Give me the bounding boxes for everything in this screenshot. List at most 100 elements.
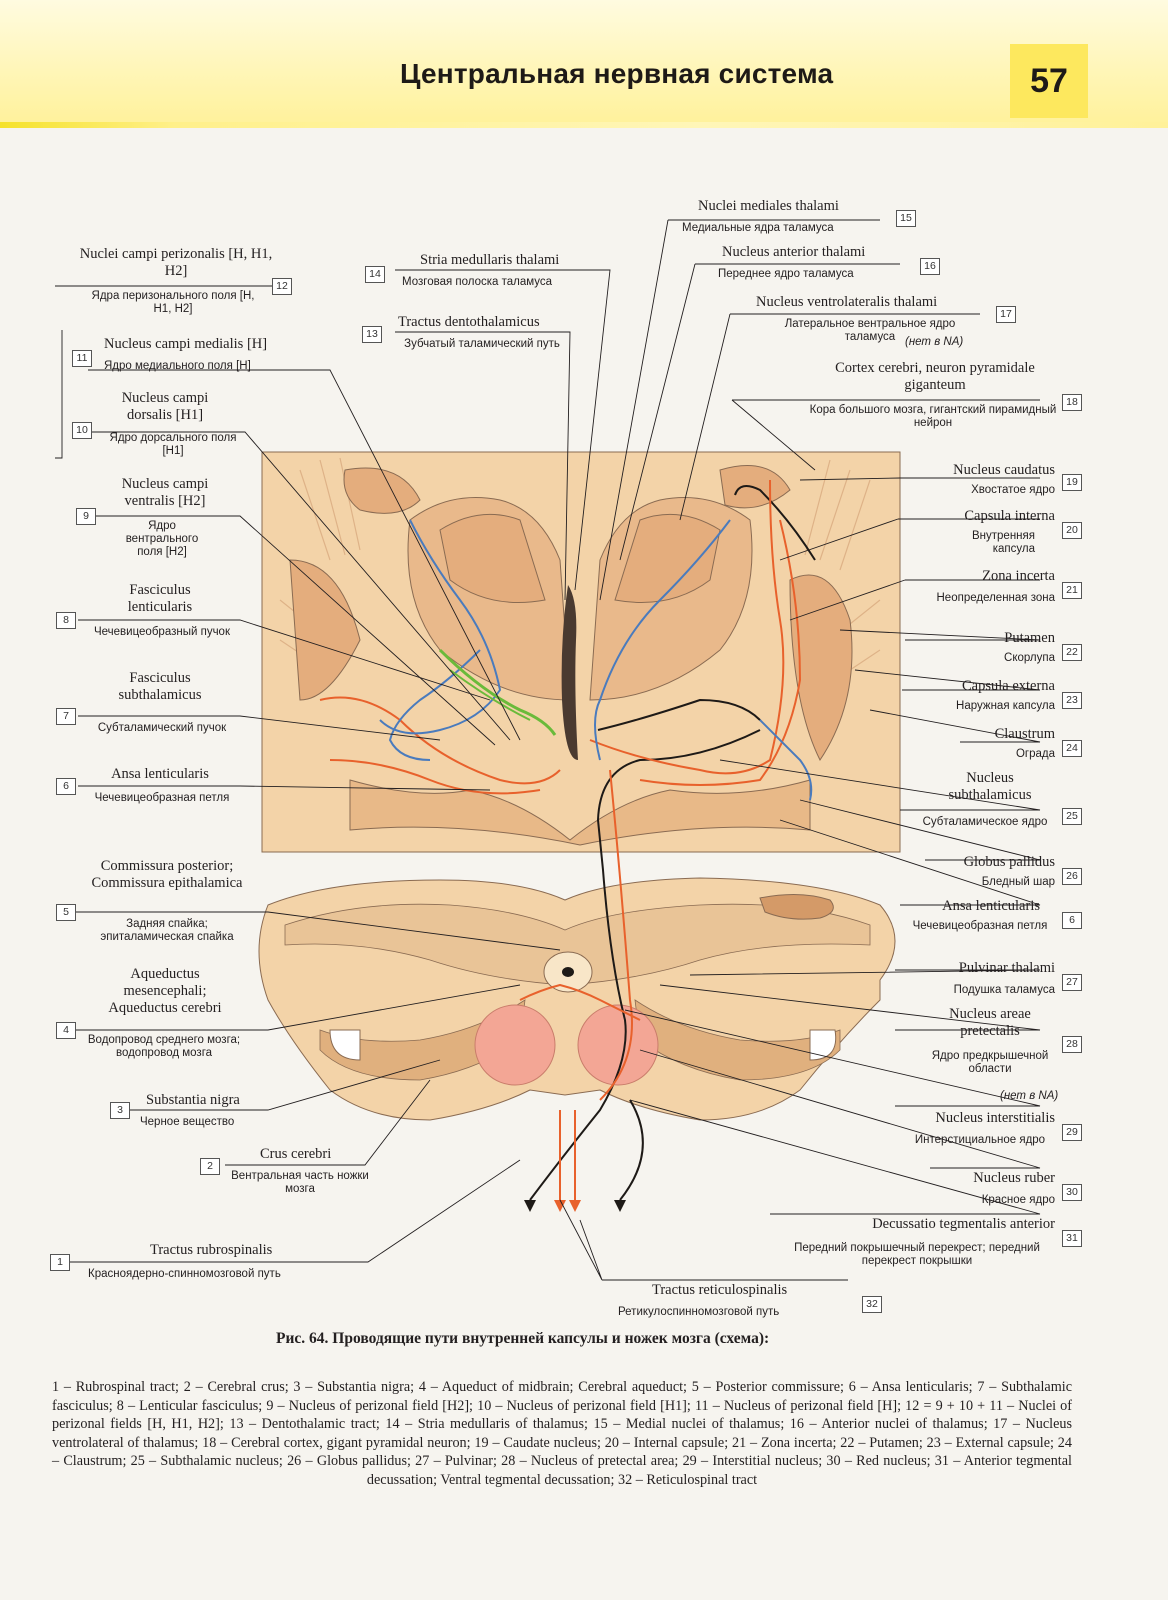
label-7-latin: Fasciculus subthalamicus — [118, 670, 202, 703]
label-5-russian: Задняя спайка; эпиталамическая спайка — [100, 918, 234, 943]
label-21-latin: Zona incerta — [982, 568, 1055, 584]
label-14-latin: Stria medullaris thalami — [420, 252, 560, 268]
label-20-number: 20 — [1062, 522, 1082, 539]
label-15-latin: Nuclei mediales thalami — [698, 198, 839, 214]
label-24-latin: Claustrum — [994, 726, 1055, 742]
label-30-number: 30 — [1062, 1184, 1082, 1201]
label-25-latin: Nucleus subthalamicus — [948, 770, 1032, 803]
label-27-latin: Pulvinar thalami — [958, 960, 1055, 976]
label-15-russian: Медиальные ядра таламуса — [682, 222, 834, 234]
label-2-russian: Вентральная часть ножки мозга — [231, 1170, 369, 1195]
label-25-russian: Субталамическое ядро — [922, 816, 1048, 828]
label-31-russian: Передний покрышечный перекрест; передний… — [794, 1242, 1040, 1267]
label-19-number: 19 — [1062, 474, 1082, 491]
label-16-latin: Nucleus anterior thalami — [722, 244, 866, 260]
label-24-number: 24 — [1062, 740, 1082, 757]
label-27-russian: Подушка таламуса — [953, 984, 1055, 996]
label-28-russian: Ядро предкрышечной области — [931, 1050, 1049, 1075]
label-3-number: 3 — [110, 1102, 130, 1119]
label-26-latin: Globus pallidus — [963, 854, 1055, 870]
label-19-latin: Nucleus caudatus — [953, 462, 1055, 478]
label-6-russian: Чечевицеобразная петля — [94, 792, 230, 804]
label-6-latin: Ansa lenticularis — [111, 766, 209, 782]
label-9-russian: Ядро вентрального поля [H2] — [125, 520, 199, 558]
arrowheads — [524, 1200, 626, 1212]
label-11-latin: Nucleus campi medialis [H] — [104, 336, 268, 352]
label-7-number: 7 — [56, 708, 76, 725]
label-12-latin: Nuclei campi perizonalis [H, H1, H2] — [79, 246, 273, 279]
label-13-russian: Зубчатый таламический путь — [404, 338, 560, 350]
pathway-fibers — [319, 479, 816, 1201]
label-28-latin: Nucleus areae pretectalis — [949, 1006, 1031, 1039]
label-16-russian: Переднее ядро таламуса — [718, 268, 854, 280]
label-4-latin: Aqueductus mesencephali; Aqueductus cere… — [108, 966, 222, 1016]
running-title: Центральная нервная система — [400, 58, 834, 89]
label-13-latin: Tractus dentothalamicus — [398, 314, 540, 330]
label-5-latin: Commissura posterior; Commissura epithal… — [91, 858, 243, 891]
label-4-number: 4 — [56, 1022, 76, 1039]
label-4-russian: Водопровод среднего мозга; водопровод мо… — [87, 1034, 241, 1059]
label-29-russian: Интерстициальное ядро — [914, 1134, 1046, 1146]
label-18-number: 18 — [1062, 394, 1082, 411]
label-6b-russian: Чечевицеобразная петля — [912, 920, 1048, 932]
label-32-latin: Tractus reticulospinalis — [652, 1282, 788, 1298]
label-28-note: (нет в NA) — [1000, 1090, 1059, 1102]
header-band — [0, 0, 1168, 128]
label-18-russian: Кора большого мозга, гигантский пирамидн… — [809, 404, 1057, 429]
label-6b-number: 6 — [1062, 912, 1082, 929]
label-20-latin: Capsula interna — [964, 508, 1055, 524]
label-22-russian: Скорлупа — [1004, 652, 1055, 664]
label-1-russian: Красноядерно-спинномозговой путь — [88, 1268, 281, 1280]
label-11-number: 11 — [72, 350, 92, 367]
label-9-latin: Nucleus campi ventralis [H2] — [121, 476, 209, 509]
label-21-number: 21 — [1062, 582, 1082, 599]
label-27-number: 27 — [1062, 974, 1082, 991]
label-29-number: 29 — [1062, 1124, 1082, 1141]
label-18-latin: Cortex cerebri, neuron pyramidale gigant… — [835, 360, 1035, 393]
label-21-russian: Неопределенная зона — [936, 592, 1056, 604]
midbrain-section — [258, 877, 896, 1121]
label-26-russian: Бледный шар — [981, 876, 1055, 888]
label-23-number: 23 — [1062, 692, 1082, 709]
label-17-note: (нет в NA) — [905, 336, 964, 348]
label-9-number: 9 — [76, 508, 96, 525]
label-10-russian: Ядро дорсального поля [H1] — [109, 432, 237, 457]
label-20-russian: Внутренняя капсула — [972, 530, 1035, 555]
label-15-number: 15 — [896, 210, 916, 227]
label-2-latin: Crus cerebri — [260, 1146, 332, 1162]
label-1-number: 1 — [50, 1254, 70, 1271]
label-23-russian: Наружная капсула — [956, 700, 1055, 712]
figure-legend: 1 – Rubrospinal tract; 2 – Cerebral crus… — [52, 1379, 1072, 1488]
label-32-number: 32 — [862, 1296, 882, 1313]
label-24-russian: Ограда — [1015, 748, 1055, 760]
leader-lines — [55, 219, 1041, 1281]
figure-caption: Рис. 64. Проводящие пути внутренней капс… — [276, 1330, 770, 1347]
label-17-number: 17 — [996, 306, 1016, 323]
label-8-number: 8 — [56, 612, 76, 629]
label-1-latin: Tractus rubrospinalis — [150, 1242, 273, 1258]
label-22-latin: Putamen — [1004, 630, 1055, 646]
label-3-latin: Substantia nigra — [146, 1092, 240, 1108]
label-19-russian: Хвостатое ядро — [971, 484, 1055, 496]
label-8-latin: Fasciculus lenticularis — [127, 582, 193, 615]
label-31-latin: Decussatio tegmentalis anterior — [872, 1216, 1055, 1232]
label-3-russian: Черное вещество — [140, 1116, 235, 1128]
label-30-latin: Nucleus ruber — [973, 1170, 1055, 1186]
label-17-latin: Nucleus ventrolateralis thalami — [756, 294, 938, 310]
label-12-number: 12 — [272, 278, 292, 295]
label-6-number: 6 — [56, 778, 76, 795]
label-13-number: 13 — [362, 326, 382, 343]
label-14-russian: Мозговая полоска таламуса — [402, 276, 553, 288]
label-22-number: 22 — [1062, 644, 1082, 661]
label-7-russian: Субталамический пучок — [97, 722, 227, 734]
label-23-latin: Capsula externa — [961, 678, 1055, 694]
label-10-number: 10 — [72, 422, 92, 439]
page-number: 57 — [1010, 44, 1088, 118]
label-16-number: 16 — [920, 258, 940, 275]
label-32-russian: Ретикулоспинномозговой путь — [618, 1306, 780, 1318]
label-26-number: 26 — [1062, 868, 1082, 885]
diencephalon-section — [261, 451, 901, 853]
label-12-russian: Ядра перизонального поля [H, H1, H2] — [91, 290, 255, 315]
label-31-number: 31 — [1062, 1230, 1082, 1247]
